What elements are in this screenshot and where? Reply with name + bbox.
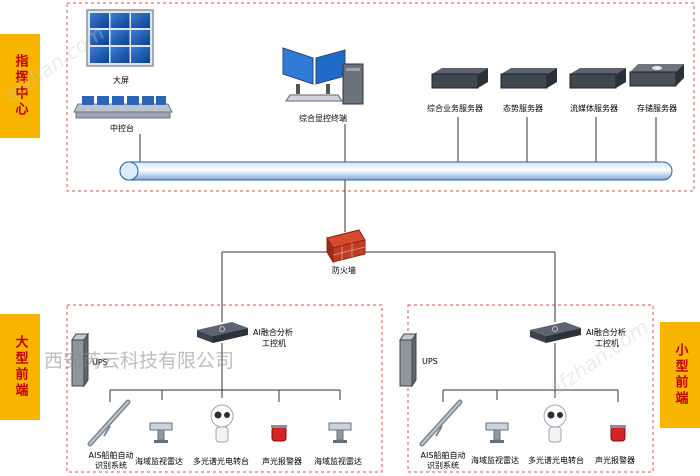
media-server-icon	[569, 68, 626, 89]
firewall-icon	[326, 229, 366, 264]
ai-pc-small-label-1: AI融合分析	[586, 328, 626, 337]
network-backbone	[119, 161, 673, 181]
alarm-large-icon	[271, 425, 287, 442]
workstation-icon	[282, 47, 364, 105]
ups-large-icon	[71, 332, 89, 388]
ups-large-label: UPS	[92, 358, 108, 367]
ais-small-label: AIS船舶自动 识别系统	[420, 451, 466, 470]
ais-antenna-large-icon	[87, 399, 131, 447]
business-server-label: 综合业务服务器	[427, 104, 483, 113]
ai-industrial-pc-small-icon	[530, 322, 581, 343]
console-desk-icon	[73, 96, 173, 119]
large-front-zone	[66, 304, 383, 473]
ais-antenna-small-icon	[419, 399, 463, 447]
turret-small-label: 多光谱光电转台	[528, 456, 584, 465]
radar-large-1-icon	[149, 422, 173, 443]
company-watermark: 西安芮云科技有限公司	[44, 350, 235, 372]
situation-server-icon	[500, 68, 557, 89]
ups-small-label: UPS	[422, 357, 438, 366]
command-center-label: 指挥中心	[0, 34, 40, 138]
storage-server-label: 存储服务器	[637, 104, 677, 113]
alarm-large-label: 声光报警器	[262, 457, 302, 466]
display-terminal-label: 综合显控终端	[299, 114, 347, 123]
radar-large-1-label: 海域监视雷达	[135, 457, 183, 466]
radar-small-label: 海域监视雷达	[471, 456, 519, 465]
alarm-small-label: 声光报警器	[595, 456, 635, 465]
video-wall-icon	[86, 9, 154, 67]
ai-pc-small-label-2: 工控机	[595, 339, 619, 348]
radar-large-2-label: 海域监视雷达	[314, 457, 362, 466]
situation-server-label: 态势服务器	[503, 104, 543, 113]
big-screen-label: 大屏	[113, 76, 129, 85]
media-server-label: 流媒体服务器	[570, 104, 618, 113]
firewall-label: 防火墙	[332, 266, 356, 275]
ai-pc-large-label-2: 工控机	[262, 339, 286, 348]
small-front-zone	[407, 304, 654, 473]
radar-large-2-icon	[328, 422, 352, 443]
optical-turret-large-icon	[210, 404, 234, 443]
storage-server-icon	[629, 64, 684, 87]
small-front-label: 小型前端	[660, 322, 700, 428]
ais-large-label: AIS船舶自动 识别系统	[88, 451, 134, 470]
optical-turret-small-icon	[543, 404, 567, 443]
radar-small-icon	[485, 422, 509, 443]
ups-small-icon	[399, 332, 417, 388]
command-center-zone	[66, 2, 695, 192]
alarm-small-icon	[610, 425, 626, 442]
turret-large-label: 多光谱光电转台	[193, 457, 249, 466]
large-front-label: 大型前端	[0, 314, 40, 420]
console-label: 中控台	[110, 124, 134, 133]
ai-pc-large-label-1: AI融合分析	[253, 328, 293, 337]
business-server-icon	[431, 68, 488, 89]
ai-industrial-pc-large-icon	[197, 322, 248, 343]
